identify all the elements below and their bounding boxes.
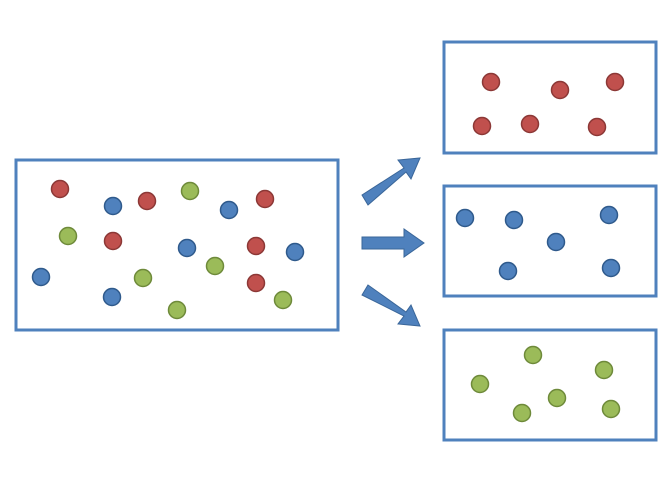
blue-dot — [546, 232, 566, 252]
green-group — [442, 328, 658, 442]
red-dot — [50, 179, 70, 199]
blue-dot — [103, 196, 123, 216]
green-dot — [601, 399, 621, 419]
blue-dot — [285, 242, 305, 262]
green-dot — [273, 290, 293, 310]
red-dot — [103, 231, 123, 251]
green-dot — [167, 300, 187, 320]
green-dot — [133, 268, 153, 288]
green-dots — [470, 345, 621, 423]
green-dot — [205, 256, 225, 276]
mixed-dots — [31, 179, 305, 320]
arrow-right-icon — [361, 228, 425, 258]
blue-dots — [455, 205, 621, 281]
green-dot — [594, 360, 614, 380]
arrows — [361, 157, 425, 327]
blue-group — [442, 184, 658, 298]
blue-dot — [219, 200, 239, 220]
blue-dot — [31, 267, 51, 287]
red-dot — [550, 80, 570, 100]
red-dot — [246, 273, 266, 293]
mixed-group — [14, 158, 340, 332]
red-dot — [587, 117, 607, 137]
blue-dot — [177, 238, 197, 258]
red-dot — [137, 191, 157, 211]
red-box — [442, 40, 658, 155]
red-dot — [481, 72, 501, 92]
red-dot — [472, 116, 492, 136]
red-dot — [255, 189, 275, 209]
blue-dot — [504, 210, 524, 230]
green-dot — [512, 403, 532, 423]
blue-dot — [102, 287, 122, 307]
red-dot — [246, 236, 266, 256]
red-dot — [520, 114, 540, 134]
green-dot — [180, 181, 200, 201]
red-dot — [605, 72, 625, 92]
blue-dot — [601, 258, 621, 278]
green-dot — [470, 374, 490, 394]
blue-dot — [498, 261, 518, 281]
green-dot — [58, 226, 78, 246]
red-group — [442, 40, 658, 155]
green-dot — [547, 388, 567, 408]
blue-dot — [599, 205, 619, 225]
blue-dot — [455, 208, 475, 228]
arrow-up-right-icon — [361, 157, 421, 206]
green-dot — [523, 345, 543, 365]
red-dots — [472, 72, 625, 137]
arrow-down-right-icon — [361, 284, 421, 327]
